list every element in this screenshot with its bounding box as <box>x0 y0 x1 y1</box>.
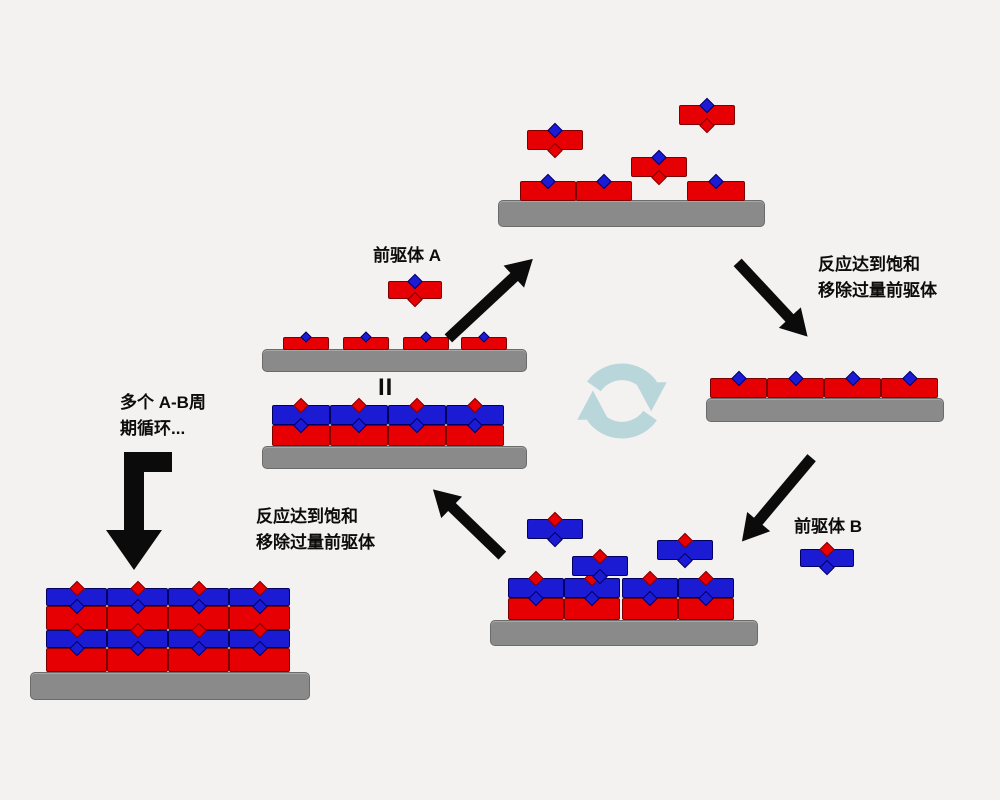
precursor-a-molecule <box>576 181 632 201</box>
label-line: 移除过量前驱体 <box>256 533 375 552</box>
arrow-purge-after-b <box>434 490 502 556</box>
label-line: 移除过量前驱体 <box>818 281 937 300</box>
precursor-a-molecule <box>46 648 107 672</box>
precursor-a-molecule-floating <box>679 105 735 125</box>
label-purge-after-b: 反应达到饱和 移除过量前驱体 <box>256 504 375 556</box>
precursor-a-molecule-icon <box>388 281 442 299</box>
cycle-refresh-arrows-icon <box>577 363 667 439</box>
cycle-arrowhead-right <box>635 382 667 412</box>
label-multi-cycles: 多个 A-B周 期循环... <box>120 390 206 442</box>
precursor-a-molecule-floating <box>631 157 687 177</box>
precursor-b-molecule-icon <box>800 549 854 567</box>
precursor-a-molecule <box>710 378 767 398</box>
substrate <box>30 672 310 700</box>
precursor-a-molecule <box>678 598 734 620</box>
precursor-a-molecule-small <box>461 337 507 350</box>
precursor-b-molecule-floating <box>657 540 713 560</box>
precursor-b-molecule-floating <box>527 519 583 539</box>
label-line: 反应达到饱和 <box>256 507 358 526</box>
precursor-a-molecule <box>272 425 330 446</box>
precursor-a-molecule <box>881 378 938 398</box>
precursor-b-molecule-floating <box>572 556 628 576</box>
precursor-a-molecule <box>229 648 290 672</box>
label-precursor-b: 前驱体 B <box>794 517 862 536</box>
substrate <box>498 200 765 227</box>
cycle-arc-top <box>587 363 657 392</box>
precursor-a-molecule <box>388 425 446 446</box>
label-line: 多个 A-B周 <box>120 393 206 412</box>
precursor-a-molecule <box>508 598 564 620</box>
cycle-arrowhead-left <box>577 390 609 420</box>
precursor-a-molecule <box>824 378 881 398</box>
arrow-purge-after-a <box>738 262 807 336</box>
precursor-a-molecule <box>564 598 620 620</box>
precursor-a-molecule-small <box>283 337 329 350</box>
precursor-a-molecule-small <box>403 337 449 350</box>
precursor-a-molecule <box>446 425 504 446</box>
substrate <box>262 446 527 469</box>
precursor-a-molecule-floating <box>527 130 583 150</box>
big-down-arrow-shape <box>106 452 172 570</box>
precursor-a-molecule <box>330 425 388 446</box>
substrate <box>706 398 944 422</box>
precursor-a-molecule <box>107 648 168 672</box>
precursor-a-molecule <box>687 181 745 201</box>
substrate <box>262 349 527 372</box>
substrate <box>490 620 758 646</box>
precursor-a-molecule <box>767 378 824 398</box>
big-down-arrow-icon <box>106 452 172 570</box>
precursor-a-molecule <box>622 598 678 620</box>
label-line: 期循环... <box>120 419 186 438</box>
precursor-a-molecule <box>520 181 576 201</box>
label-line: 反应达到饱和 <box>818 255 920 274</box>
label-precursor-a: 前驱体 A <box>373 246 441 265</box>
precursor-a-molecule-small <box>343 337 389 350</box>
cycle-arc-bottom <box>587 410 657 439</box>
label-purge-after-a: 反应达到饱和 移除过量前驱体 <box>818 252 937 304</box>
arrow-dose-precursor-a <box>448 260 532 338</box>
precursor-a-molecule <box>168 648 229 672</box>
equivalence-symbol: II <box>378 374 394 401</box>
